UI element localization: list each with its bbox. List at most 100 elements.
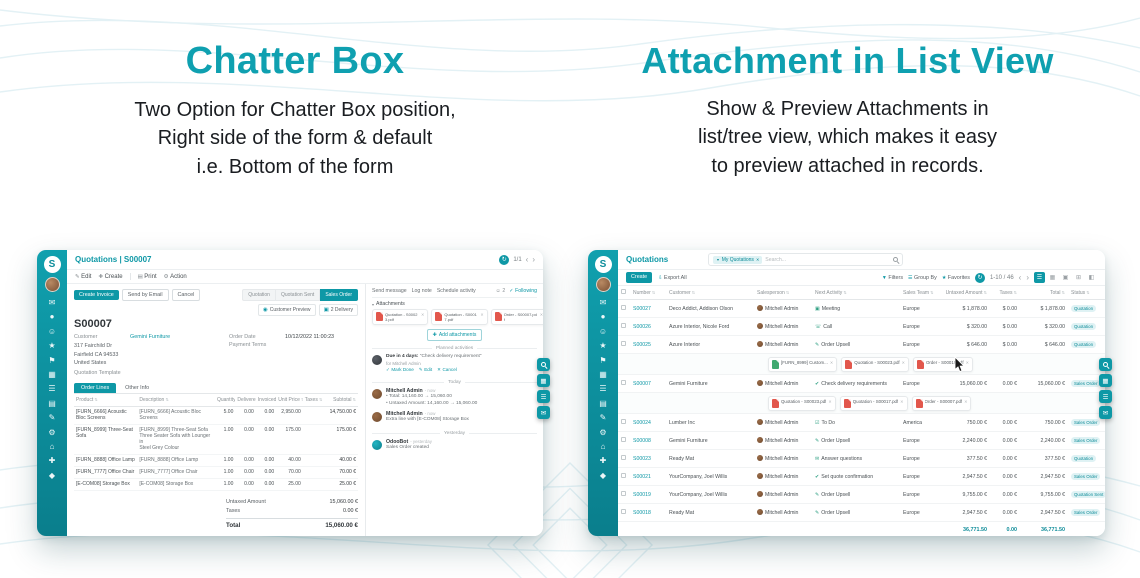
followers-button[interactable]: ☺2 xyxy=(496,288,506,294)
sales-team-cell[interactable]: Europe xyxy=(900,317,942,336)
grid-button[interactable]: ▦ xyxy=(1099,374,1112,387)
schedule-activity-tab[interactable]: Schedule activity xyxy=(436,288,476,294)
remove-attachment-icon[interactable]: ✕ xyxy=(964,398,968,404)
customer-cell[interactable]: YourCompany, Joel Willis xyxy=(666,467,754,486)
kanban-view-button[interactable]: ▦ xyxy=(1047,272,1058,283)
sidebar-app-icon[interactable]: ✉ xyxy=(599,298,607,307)
unit-price-cell[interactable]: 25.00 xyxy=(276,478,303,491)
sidebar-app-icon[interactable]: ★ xyxy=(599,341,607,351)
sidebar-app-icon[interactable]: ⚑ xyxy=(599,355,607,365)
edit-activity-link[interactable]: ✎Edit xyxy=(419,367,432,373)
next-activity-cell[interactable]: ✎Order Upsell xyxy=(812,431,900,450)
quotation-row[interactable]: S00025 Azure Interior Mitchell Admin ✎Or… xyxy=(618,335,1105,354)
sidebar-app-icon[interactable]: ☰ xyxy=(48,384,56,394)
status-quotation-sent[interactable]: Quotation Sent xyxy=(275,289,321,302)
sidebar-app-icon[interactable]: ★ xyxy=(48,341,56,351)
salesperson-cell[interactable]: Mitchell Admin xyxy=(754,374,812,393)
quotation-row[interactable]: S00018 Ready Mat Mitchell Admin ✎Order U… xyxy=(618,503,1105,522)
caret-down-icon[interactable]: ▾ xyxy=(372,301,375,307)
following-button[interactable]: ✓Following xyxy=(509,288,537,294)
quantity-cell[interactable]: 5.00 xyxy=(214,406,236,425)
quantity-cell[interactable]: 1.00 xyxy=(214,454,236,467)
customer-cell[interactable]: Gemini Furniture xyxy=(666,431,754,450)
mark-done-link[interactable]: ✓Mark Done xyxy=(386,367,414,373)
edit-button[interactable]: ✎Edit xyxy=(75,274,91,280)
sidebar-app-icon[interactable]: ⌂ xyxy=(49,442,55,452)
sidebar-app-icon[interactable]: ✚ xyxy=(48,456,56,466)
sidebar-app-icon[interactable]: ✎ xyxy=(48,413,56,423)
quotation-row[interactable]: S00021 YourCompany, Joel Willis Mitchell… xyxy=(618,467,1105,486)
remove-attachment-icon[interactable]: ✕ xyxy=(828,398,832,404)
salesperson-cell[interactable]: Mitchell Admin xyxy=(754,335,812,354)
description-cell[interactable]: [E-COM08] Storage Box xyxy=(137,478,215,491)
chat-button[interactable]: ✉ xyxy=(1099,406,1112,419)
column-header-total[interactable]: Total xyxy=(1020,286,1068,300)
next-activity-cell[interactable]: ✎Order Upsell xyxy=(812,503,900,522)
unit-price-cell[interactable]: 40.00 xyxy=(276,454,303,467)
product-cell[interactable]: [FURN_7777] Office Chair xyxy=(74,466,138,479)
row-checkbox[interactable] xyxy=(621,323,626,328)
column-header-sales-team[interactable]: Sales Team xyxy=(900,286,942,300)
row-checkbox[interactable] xyxy=(621,491,626,496)
brand-logo[interactable]: S xyxy=(594,256,612,273)
product-cell[interactable]: [FURN_6666] Acoustic Bloc Screens xyxy=(74,406,138,425)
delivered-cell[interactable]: 0.00 xyxy=(235,466,256,479)
sidebar-app-icon[interactable]: ✉ xyxy=(48,298,56,307)
row-checkbox[interactable] xyxy=(621,437,626,442)
column-header-next-activity[interactable]: Next Activity xyxy=(812,286,900,300)
export-all-button[interactable]: ⇩Export All xyxy=(658,275,686,281)
taxes-cell[interactable] xyxy=(302,424,324,455)
sidebar-app-icon[interactable]: ▦ xyxy=(599,370,607,380)
sidebar-app-icon[interactable]: ● xyxy=(49,312,55,322)
chat-button[interactable]: ✉ xyxy=(537,406,550,419)
log-note-tab[interactable]: Log note xyxy=(411,288,432,294)
column-header-invoiced[interactable]: Invoiced xyxy=(255,394,277,407)
tab-other-info[interactable]: Other Info xyxy=(125,384,150,391)
sidebar-app-icon[interactable]: ▦ xyxy=(48,370,56,380)
column-header-quantity[interactable]: Quantity xyxy=(214,394,236,407)
invoiced-cell[interactable]: 0.00 xyxy=(255,406,277,425)
customer-cell[interactable]: Azure Interior, Nicole Ford xyxy=(666,317,754,336)
sidebar-app-icon[interactable]: ☰ xyxy=(599,384,607,394)
attachment-chip[interactable]: Quotation - S00017.pdf✕ xyxy=(839,395,908,411)
quotation-number[interactable]: S00024 xyxy=(630,413,666,432)
attachment-chip[interactable]: Order - S00007.pdf✕ xyxy=(911,395,972,411)
salesperson-cell[interactable]: Mitchell Admin xyxy=(754,413,812,432)
next-activity-cell[interactable]: ✉Answer questions xyxy=(812,449,900,468)
calendar-view-button[interactable]: ▣ xyxy=(1060,272,1071,283)
status-quotation[interactable]: Quotation xyxy=(242,289,276,302)
search-button[interactable] xyxy=(537,358,550,371)
next-page-icon[interactable]: › xyxy=(532,254,535,264)
remove-attachment-icon[interactable]: ✕ xyxy=(480,312,484,317)
quotation-row[interactable]: S00008 Gemini Furniture Mitchell Admin ✎… xyxy=(618,431,1105,450)
description-cell[interactable]: [FURN_7777] Office Chair xyxy=(137,466,215,479)
select-all-checkbox[interactable] xyxy=(621,289,626,294)
graph-view-button[interactable]: ◧ xyxy=(1086,272,1097,283)
quotation-row[interactable]: S00026 Azure Interior, Nicole Ford Mitch… xyxy=(618,317,1105,336)
next-activity-cell[interactable]: ✎Order Upsell xyxy=(812,335,900,354)
sidebar-app-icon[interactable]: ◆ xyxy=(48,470,56,480)
customer-preview-button[interactable]: ◉Customer Preview xyxy=(257,304,316,317)
quotation-row[interactable]: S00007 Gemini Furniture Mitchell Admin ✔… xyxy=(618,374,1105,393)
cancel-activity-link[interactable]: ✕Cancel xyxy=(437,367,457,373)
delivered-cell[interactable]: 0.00 xyxy=(235,424,256,455)
quotation-number[interactable]: S00018 xyxy=(630,503,666,522)
delivered-cell[interactable]: 0.00 xyxy=(235,454,256,467)
favorites-button[interactable]: ★Favorites xyxy=(942,275,970,281)
quotation-number[interactable]: S00019 xyxy=(630,485,666,504)
description-cell[interactable]: [FURN_8999] Three-Seat Sofa Three Seater… xyxy=(137,424,215,455)
search-facet[interactable]: ▼ My Quotations ✕ xyxy=(713,255,763,264)
search-bar[interactable]: ▼ My Quotations ✕ Search... xyxy=(708,253,904,266)
order-line-row[interactable]: [E-COM08] Storage Box [E-COM08] Storage … xyxy=(74,478,358,491)
remove-attachment-icon[interactable]: ✕ xyxy=(901,359,905,365)
attachment-chip[interactable]: Quotation - S00023.pdf✕ xyxy=(841,356,909,372)
column-header-unit-price[interactable]: Unit Price xyxy=(276,394,303,407)
pivot-view-button[interactable]: ⊞ xyxy=(1073,272,1084,283)
sales-team-cell[interactable]: Europe xyxy=(900,485,942,504)
salesperson-cell[interactable]: Mitchell Admin xyxy=(754,503,812,522)
unit-price-cell[interactable]: 175.00 xyxy=(276,424,303,455)
salesperson-cell[interactable]: Mitchell Admin xyxy=(754,467,812,486)
delivery-button[interactable]: ▣2 Delivery xyxy=(318,304,358,317)
prev-page-icon[interactable]: ‹ xyxy=(525,254,529,264)
sales-team-cell[interactable]: Europe xyxy=(900,431,942,450)
